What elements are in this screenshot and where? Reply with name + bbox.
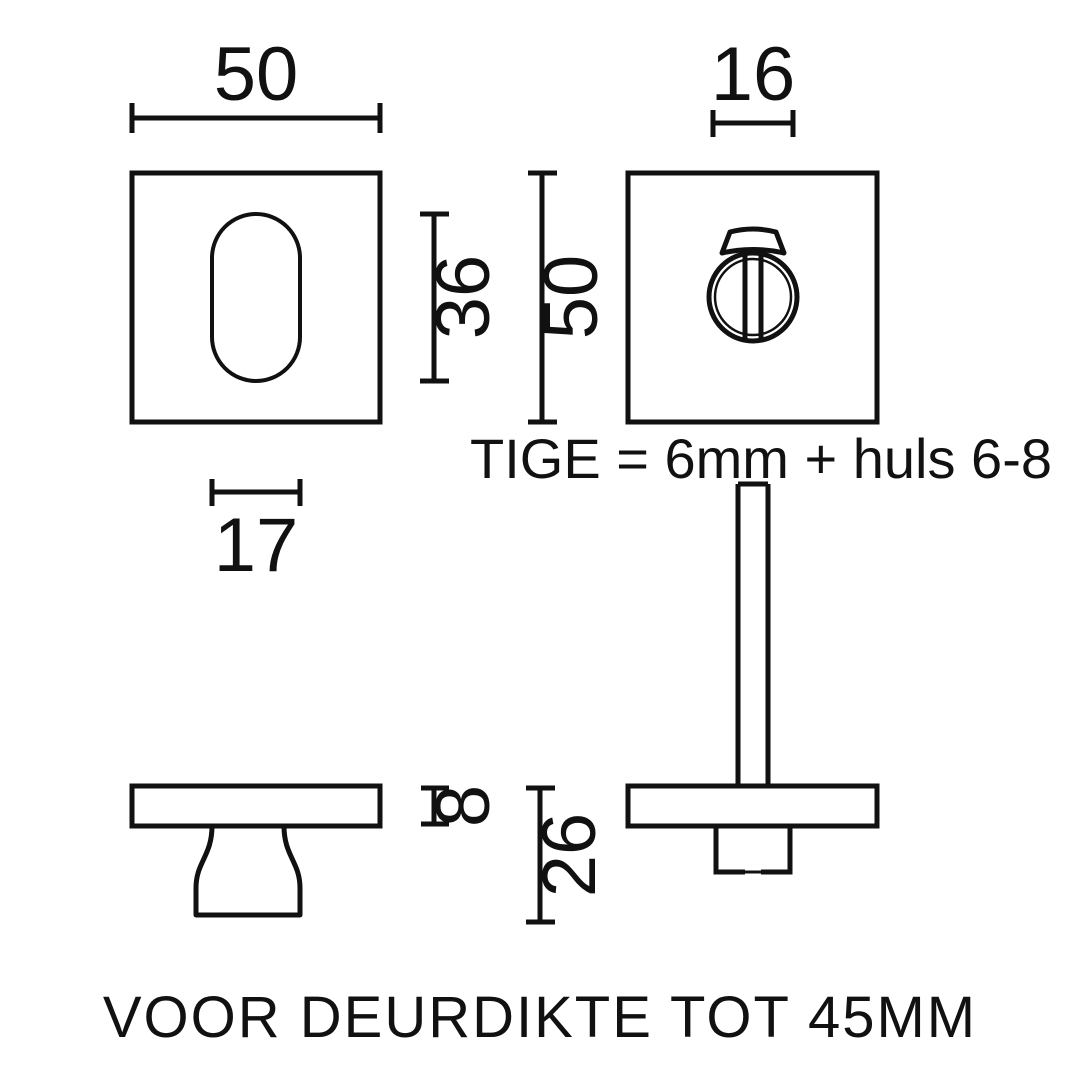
dimension-value-cutout-width: 17 — [214, 503, 299, 588]
view-square-rosette-thumbturn — [625, 170, 880, 425]
dimension-plate-thickness-8: 8 — [421, 785, 506, 827]
view-side-profile-spindle — [625, 481, 880, 875]
rosette-plate-outline — [129, 170, 383, 425]
dimension-value-oval-height: 36 — [421, 255, 506, 340]
dimension-oval-height-36: 36 — [420, 211, 506, 384]
spindle-note-label: TIGE = 6mm + huls 6-8 — [470, 427, 1052, 490]
knob-plate-outline — [129, 783, 383, 829]
thumbturn-wing-icon — [719, 226, 787, 256]
dimension-value-plate-height: 50 — [529, 255, 614, 340]
dimension-boss-height-26: 26 — [526, 785, 612, 925]
oval-cutout-outline — [210, 212, 302, 383]
drawing-caption-label: VOOR DEURDIKTE TOT 45MM — [103, 985, 977, 1050]
dimension-value-boss-height: 26 — [527, 813, 612, 898]
dimension-value-plate-thickness: 8 — [421, 785, 506, 827]
dimension-cutout-width-17: 17 — [209, 479, 303, 588]
dimension-value-knob-width: 16 — [711, 32, 796, 117]
rosette-plate-outline — [625, 170, 880, 425]
dimension-plate-width-50: 50 — [129, 32, 383, 133]
thumbturn-outer-ring-icon — [706, 250, 800, 344]
spindle-rod-outline — [735, 481, 771, 788]
spindle-plate-outline — [625, 783, 880, 829]
knob-waist-outline — [193, 825, 303, 918]
dimension-value-plate-width: 50 — [214, 32, 299, 117]
view-side-profile-knob — [129, 783, 383, 918]
thumbturn-inner-ring-icon — [713, 257, 793, 337]
dimension-plate-height-50: 50 — [528, 170, 614, 425]
view-square-rosette-oval — [129, 170, 383, 425]
dimension-knob-width-16: 16 — [710, 32, 796, 137]
